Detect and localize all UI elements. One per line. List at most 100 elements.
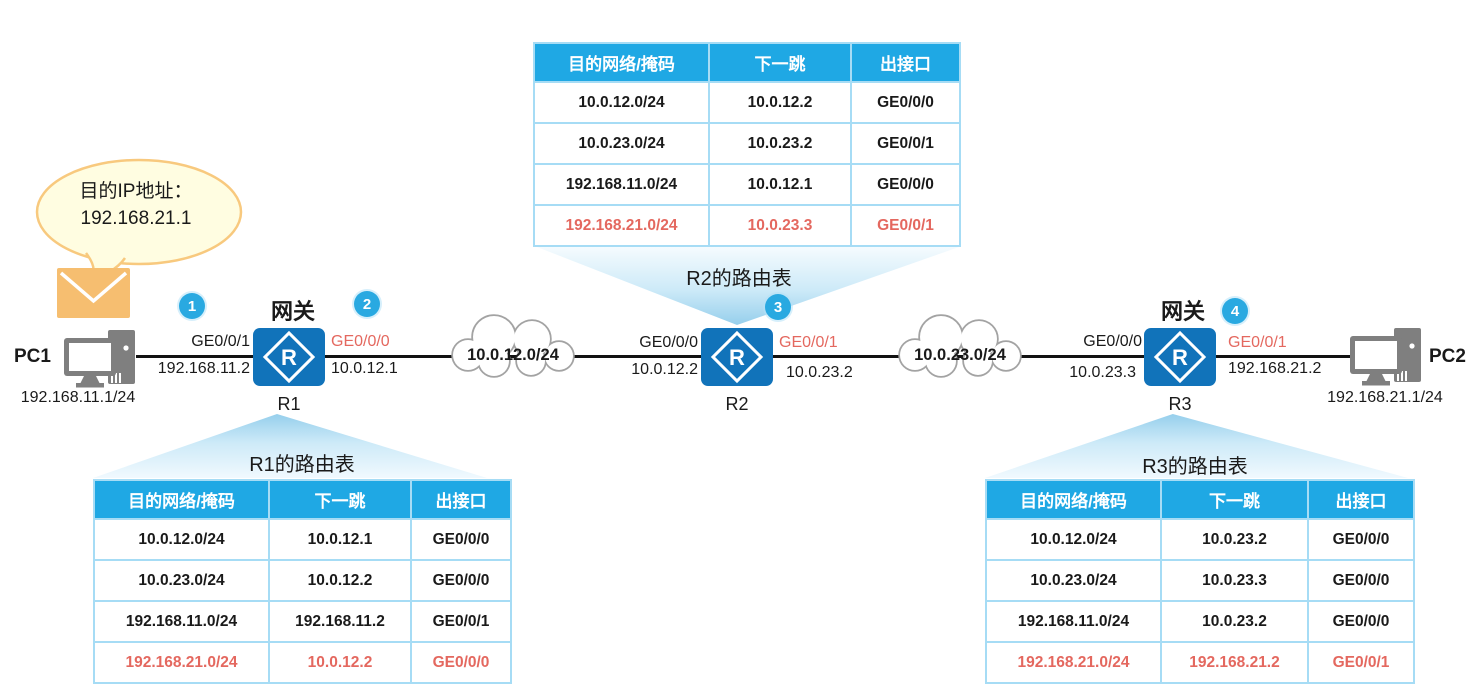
cell: 192.168.11.0/24: [533, 163, 710, 206]
col-header-dest: 目的网络/掩码: [533, 42, 710, 83]
cell: 10.0.23.3: [1160, 559, 1309, 602]
r2-label: R2: [725, 394, 749, 414]
cell: 10.0.23.2: [708, 122, 852, 165]
col-header-outif: 出接口: [850, 42, 961, 83]
col-header-nexthop: 下一跳: [708, 42, 852, 83]
r2-out-ip: 10.0.23.2: [786, 364, 853, 381]
router-icon: R: [253, 328, 325, 386]
cell: GE0/0/1: [1307, 641, 1415, 684]
r2-table-title: R2的路由表: [686, 268, 792, 290]
cell: 10.0.12.2: [268, 641, 412, 684]
pc1-ip: 192.168.11.1/24: [20, 389, 136, 406]
col-header-nexthop: 下一跳: [1160, 479, 1309, 520]
cell: 10.0.12.0/24: [985, 518, 1162, 561]
cloud-icon: [451, 314, 575, 378]
router-icon: R: [701, 328, 773, 386]
cloud2-network: 10.0.23.0/24: [914, 346, 1006, 364]
cell: GE0/0/0: [850, 163, 961, 206]
table-header-row: 目的网络/掩码 下一跳 出接口: [985, 479, 1415, 520]
cell: 10.0.23.2: [1160, 518, 1309, 561]
cell: GE0/0/0: [850, 81, 961, 124]
cell: 10.0.12.0/24: [93, 518, 270, 561]
cell: 10.0.23.0/24: [93, 559, 270, 602]
bubble-line2: 192.168.21.1: [80, 208, 192, 229]
cell: 10.0.12.2: [268, 559, 412, 602]
svg-text:R: R: [281, 345, 297, 370]
cell: 10.0.12.2: [708, 81, 852, 124]
r1-gateway-label: 网关: [270, 299, 315, 324]
cell: 10.0.23.3: [708, 204, 852, 247]
pc1-label: PC1: [14, 346, 51, 367]
col-header-dest: 目的网络/掩码: [985, 479, 1162, 520]
r3-label: R3: [1168, 394, 1192, 414]
router-icon: R: [1144, 328, 1216, 386]
cell: GE0/0/0: [1307, 600, 1415, 643]
cell: 192.168.11.0/24: [985, 600, 1162, 643]
col-header-outif: 出接口: [1307, 479, 1415, 520]
cell: 10.0.23.2: [1160, 600, 1309, 643]
cell: GE0/0/0: [1307, 559, 1415, 602]
cell: 10.0.12.1: [268, 518, 412, 561]
svg-text:R: R: [729, 345, 745, 370]
r1-label: R1: [277, 394, 301, 414]
r3-in-ip: 10.0.23.3: [1069, 364, 1136, 381]
r1-out-ip: 10.0.12.1: [331, 360, 398, 377]
pc1-r1-ip: 192.168.11.2: [157, 360, 250, 377]
pc2-ip: 192.168.21.1/24: [1327, 389, 1443, 406]
cell: GE0/0/0: [410, 559, 512, 602]
step-badge-1: 1: [179, 293, 205, 319]
cell: 192.168.21.0/24: [985, 641, 1162, 684]
col-header-nexthop: 下一跳: [268, 479, 412, 520]
table-header-row: 目的网络/掩码 下一跳 出接口: [533, 42, 961, 83]
cell: 10.0.23.0/24: [533, 122, 710, 165]
cell: GE0/0/1: [410, 600, 512, 643]
pc-icon: [1350, 328, 1421, 386]
cloud1-network: 10.0.12.0/24: [467, 346, 559, 364]
r1-out-interface: GE0/0/0: [331, 333, 390, 350]
col-header-dest: 目的网络/掩码: [93, 479, 270, 520]
cell: GE0/0/1: [850, 204, 961, 247]
pc1-r1-interface: GE0/0/1: [191, 333, 250, 350]
svg-text:R: R: [1172, 345, 1188, 370]
r3-out-ip: 192.168.21.2: [1228, 360, 1322, 377]
step-badge-3: 3: [765, 294, 791, 320]
r2-out-interface: GE0/0/1: [779, 334, 838, 351]
r3-in-interface: GE0/0/0: [1083, 333, 1142, 350]
cell: GE0/0/1: [850, 122, 961, 165]
cell: 10.0.12.1: [708, 163, 852, 206]
step-badge-4: 4: [1222, 298, 1248, 324]
cell: 192.168.21.0/24: [93, 641, 270, 684]
col-header-outif: 出接口: [410, 479, 512, 520]
cell: 10.0.23.0/24: [985, 559, 1162, 602]
cloud-icon: [898, 314, 1022, 378]
r1-table-title: R1的路由表: [249, 454, 355, 476]
cell: 192.168.21.0/24: [533, 204, 710, 247]
bubble-line1: 目的IP地址：: [79, 181, 193, 202]
cell: 10.0.12.0/24: [533, 81, 710, 124]
table-header-row: 目的网络/掩码 下一跳 出接口: [93, 479, 512, 520]
r3-table-title: R3的路由表: [1142, 456, 1248, 478]
r3-gateway-label: 网关: [1160, 299, 1205, 324]
cell: 192.168.11.0/24: [93, 600, 270, 643]
pc-icon: [64, 330, 135, 388]
pc2-label: PC2: [1429, 346, 1466, 367]
step-badge-2: 2: [354, 291, 380, 317]
envelope-icon: [57, 268, 130, 318]
r3-out-interface: GE0/0/1: [1228, 334, 1287, 351]
cell: 192.168.21.2: [1160, 641, 1309, 684]
